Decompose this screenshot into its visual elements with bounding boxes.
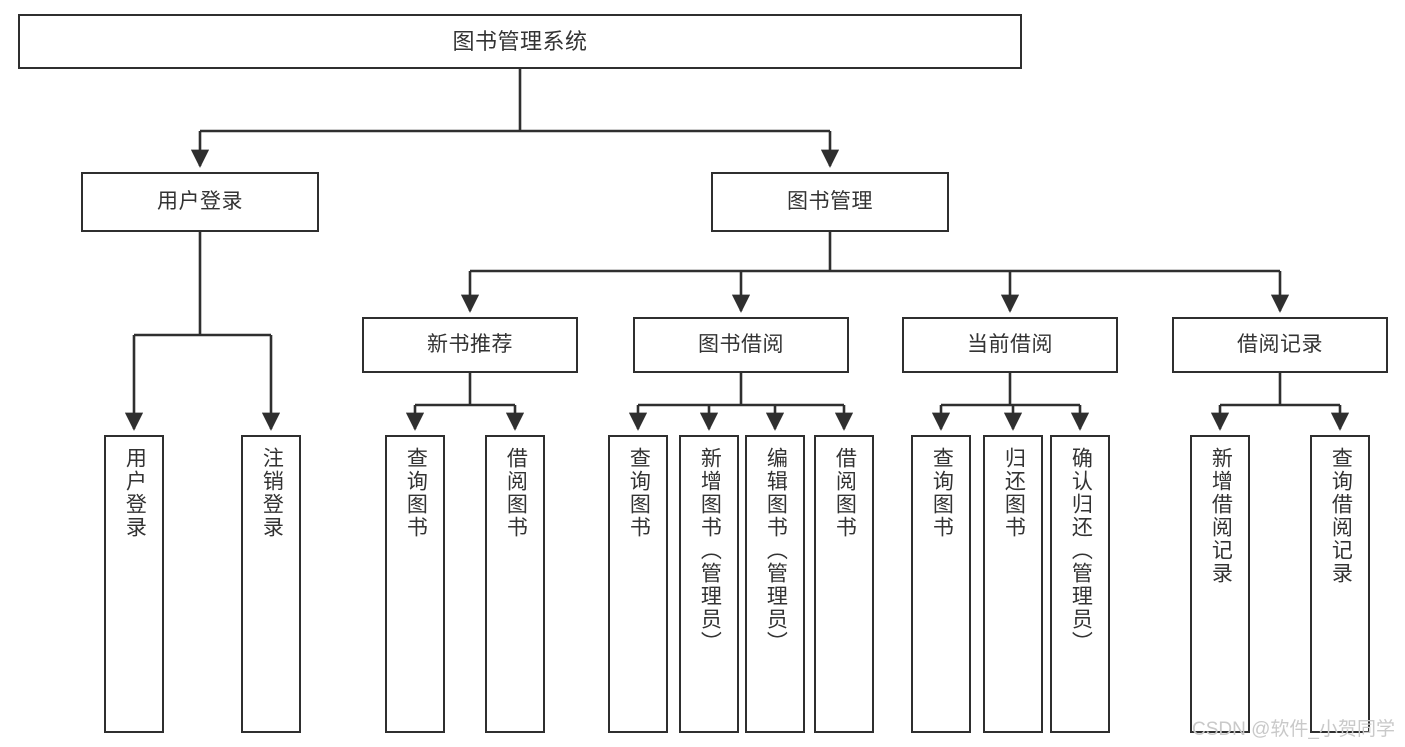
node-label: 查询借阅记录: [1329, 447, 1353, 585]
node-label: 查询图书: [627, 447, 651, 539]
leaf-current-query-book[interactable]: 查询图书: [911, 435, 971, 733]
node-new-book-recommend[interactable]: 新书推荐: [362, 317, 578, 373]
node-label: 编辑图书（管理员）: [764, 447, 788, 654]
leaf-newbook-borrow-book[interactable]: 借阅图书: [485, 435, 545, 733]
node-label: 查询图书: [930, 447, 954, 539]
node-book-management-module[interactable]: 图书管理: [711, 172, 949, 232]
node-label: 注销登录: [260, 447, 284, 539]
node-label: 确认归还（管理员）: [1069, 447, 1093, 654]
leaf-borrow-query-book[interactable]: 查询图书: [608, 435, 668, 733]
node-label: 图书借阅: [698, 332, 784, 356]
node-system-root[interactable]: 图书管理系统: [18, 14, 1022, 69]
node-label: 借阅图书: [504, 447, 528, 539]
node-label: 借阅图书: [833, 447, 857, 539]
node-label: 用户登录: [123, 447, 147, 539]
leaf-record-add-borrow-record[interactable]: 新增借阅记录: [1190, 435, 1250, 733]
node-label: 新增图书（管理员）: [698, 447, 722, 654]
leaf-user-login[interactable]: 用户登录: [104, 435, 164, 733]
node-borrow-record[interactable]: 借阅记录: [1172, 317, 1388, 373]
node-label: 图书管理: [787, 189, 873, 213]
node-label: 当前借阅: [967, 332, 1053, 356]
leaf-record-query-borrow-record[interactable]: 查询借阅记录: [1310, 435, 1370, 733]
leaf-current-confirm-return-admin[interactable]: 确认归还（管理员）: [1050, 435, 1110, 733]
node-user-login-module[interactable]: 用户登录: [81, 172, 319, 232]
node-label: 图书管理系统: [452, 28, 588, 54]
node-label: 归还图书: [1002, 447, 1026, 539]
node-label: 借阅记录: [1237, 332, 1323, 356]
leaf-borrow-borrow-book[interactable]: 借阅图书: [814, 435, 874, 733]
leaf-newbook-query-book[interactable]: 查询图书: [385, 435, 445, 733]
leaf-borrow-add-book-admin[interactable]: 新增图书（管理员）: [679, 435, 739, 733]
leaf-user-logout[interactable]: 注销登录: [241, 435, 301, 733]
node-label: 用户登录: [157, 189, 243, 213]
node-label: 查询图书: [404, 447, 428, 539]
node-label: 新书推荐: [427, 332, 513, 356]
node-book-borrow[interactable]: 图书借阅: [633, 317, 849, 373]
node-label: 新增借阅记录: [1209, 447, 1233, 585]
leaf-borrow-edit-book-admin[interactable]: 编辑图书（管理员）: [745, 435, 805, 733]
leaf-current-return-book[interactable]: 归还图书: [983, 435, 1043, 733]
csdn-watermark: CSDN @软件_小贺同学: [1192, 719, 1395, 740]
node-current-borrow[interactable]: 当前借阅: [902, 317, 1118, 373]
